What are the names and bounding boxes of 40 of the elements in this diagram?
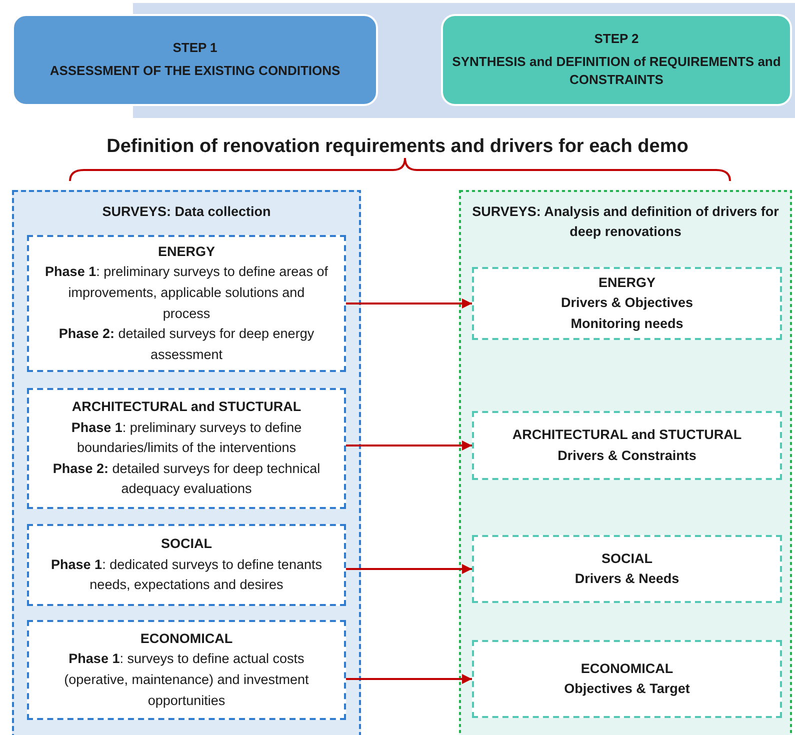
phase-description: Phase 1: dedicated surveys to define tenants needs, expectations and desires bbox=[50, 556, 323, 594]
driver-box bbox=[472, 267, 782, 340]
driver-box bbox=[472, 640, 782, 718]
survey-topic: ENERGY bbox=[158, 242, 215, 261]
driver-box bbox=[472, 411, 782, 480]
survey-box bbox=[27, 524, 346, 606]
arrow bbox=[346, 440, 472, 450]
phase-description: Phase 2: detailed surveys for deep technical adequacy evaluations bbox=[52, 460, 322, 498]
step-number: STEP 1 bbox=[172, 39, 218, 58]
arrow bbox=[346, 298, 472, 308]
survey-box bbox=[27, 388, 346, 509]
driver-line: Objectives & Target bbox=[564, 680, 690, 698]
step-title: ASSESSMENT OF THE EXISTING CONDITIONS bbox=[50, 62, 340, 80]
panel-heading: SURVEYS: Analysis and definition of drivers for deep renovations bbox=[471, 203, 780, 242]
driver-topic: ENERGY bbox=[598, 274, 656, 292]
survey-box bbox=[27, 235, 346, 372]
survey-topic: SOCIAL bbox=[160, 535, 212, 554]
driver-line: Drivers & Constraints bbox=[558, 446, 696, 464]
driver-line: Monitoring needs bbox=[570, 314, 684, 333]
step-box bbox=[441, 14, 792, 106]
driver-topic: ARCHITECTURAL and STUCTURAL bbox=[512, 426, 742, 444]
driver-topic: SOCIAL bbox=[601, 550, 652, 568]
step-box bbox=[12, 14, 378, 106]
survey-panel bbox=[459, 190, 792, 735]
driver-topic: ECONOMICAL bbox=[580, 660, 674, 678]
survey-topic: ARCHITECTURAL and STUCTURAL bbox=[72, 398, 302, 416]
arrow bbox=[346, 674, 472, 684]
driver-line: Drivers & Needs bbox=[574, 570, 680, 588]
phase-description: Phase 2: detailed surveys for deep energy assessment bbox=[58, 325, 316, 364]
panel-heading: SURVEYS: Data collection bbox=[101, 203, 272, 221]
diagram-title: Definition of renovation requirements and drivers for each demo bbox=[106, 136, 690, 158]
driver-line: Drivers & Objectives bbox=[560, 294, 694, 312]
arrow bbox=[346, 564, 472, 574]
step-number: STEP 2 bbox=[594, 30, 639, 48]
survey-topic: ECONOMICAL bbox=[140, 630, 233, 648]
survey-box bbox=[27, 620, 346, 720]
step-title: SYNTHESIS and DEFINITION of REQUIREMENTS and CONSTRAINTS bbox=[451, 52, 782, 90]
phase-description: Phase 1: surveys to define actual costs (operative, maintenance) and investment opportunities bbox=[63, 650, 310, 710]
survey-panel bbox=[12, 190, 361, 735]
driver-box bbox=[472, 535, 782, 603]
